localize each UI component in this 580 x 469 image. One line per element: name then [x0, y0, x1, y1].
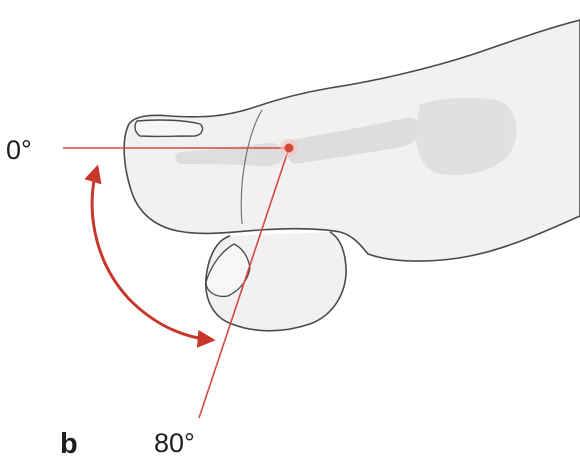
angle-end-label: 80°	[154, 430, 195, 457]
toenail-neutral	[135, 120, 202, 136]
angle-start-label: 0°	[6, 137, 32, 164]
panel-label: b	[60, 430, 78, 459]
joint-pivot-dot	[285, 144, 294, 153]
